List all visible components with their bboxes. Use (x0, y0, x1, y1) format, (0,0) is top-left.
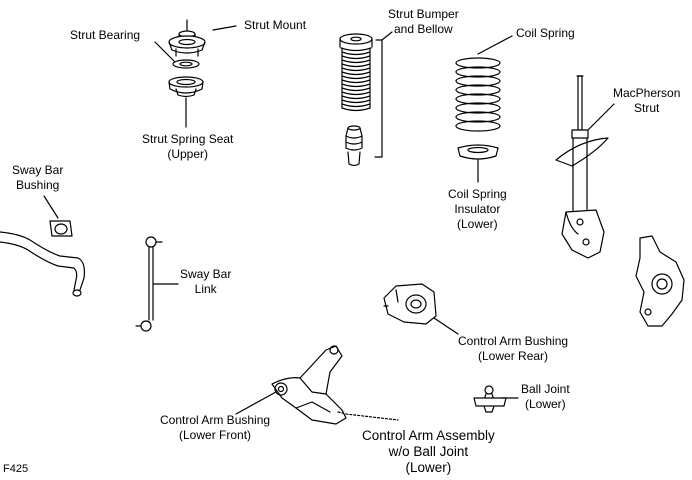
label-ball-joint: Ball Joint (Lower) (521, 382, 570, 411)
leader-macpherson-strut (587, 103, 615, 131)
sway-bar-part (0, 220, 85, 297)
leader-strut-bearing (154, 41, 176, 63)
strut-mount-part (168, 19, 206, 57)
leader-coil-spring (477, 35, 513, 55)
steering-knuckle-part (635, 235, 685, 327)
leader-control-arm-bushing-rear (433, 317, 459, 335)
label-coil-spring-insulator: Coil Spring Insulator (Lower) (448, 187, 507, 231)
strut-spring-seat-part (168, 76, 204, 98)
label-control-arm-bushing-front: Control Arm Bushing (Lower Front) (160, 413, 271, 442)
label-strut-bearing: Strut Bearing (70, 28, 141, 42)
macpherson-strut-part (555, 75, 609, 259)
control-arm-bushing-rear-part (383, 283, 437, 325)
label-sway-bar-bushing: Sway Bar Bushing (12, 163, 64, 192)
leader-sway-bar-bushing (43, 195, 59, 219)
label-strut-spring-seat: Strut Spring Seat (Upper) (142, 132, 234, 161)
coil-spring-insulator-part (457, 144, 499, 160)
coil-spring-part (455, 57, 501, 132)
label-sway-bar-link: Sway Bar Link (180, 267, 232, 296)
leader-strut-bumper (381, 31, 393, 41)
bracket-strut-bumper (374, 39, 383, 158)
label-strut-bumper: Strut Bumper and Bellow (388, 7, 459, 36)
leader-control-arm-bushing-front (235, 391, 277, 415)
strut-bearing-part (172, 59, 200, 69)
label-coil-spring: Coil Spring (516, 26, 575, 40)
strut-bumper-bellow-part (339, 33, 373, 167)
ball-joint-part (473, 385, 507, 413)
label-control-arm-bushing-rear: Control Arm Bushing (Lower Rear) (458, 334, 569, 363)
figure-id: F425 (3, 463, 29, 475)
leader-strut-mount (212, 25, 237, 31)
leader-control-arm-assembly (337, 411, 399, 421)
label-control-arm-assembly: Control Arm Assembly w/o Ball Joint (Low… (362, 428, 495, 475)
control-arm-assembly-part (271, 345, 347, 425)
label-macpherson-strut: MacPherson Strut (613, 86, 681, 115)
label-strut-mount: Strut Mount (244, 18, 307, 32)
